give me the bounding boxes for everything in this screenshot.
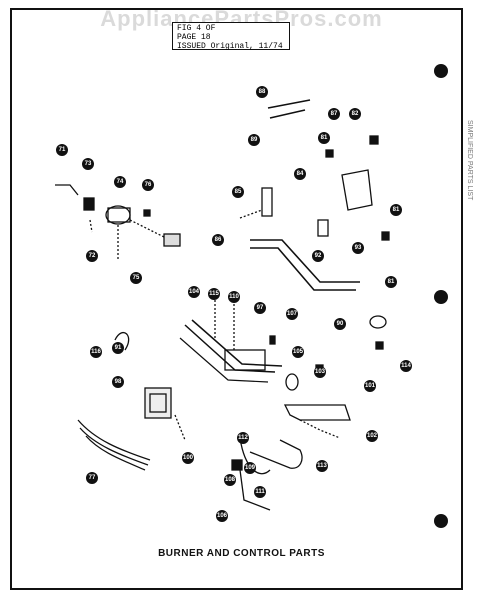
callout-73: 73	[82, 158, 94, 170]
callout-105: 105	[292, 346, 304, 358]
svg-text:81: 81	[388, 279, 395, 285]
callout-109: 109	[244, 462, 256, 474]
binder-hole-middle	[434, 290, 448, 304]
svg-text:113: 113	[317, 463, 327, 469]
svg-text:98: 98	[115, 379, 122, 385]
callout-86: 86	[212, 234, 224, 246]
callout-92: 92	[312, 250, 324, 262]
svg-text:85: 85	[235, 189, 242, 195]
callout-77: 77	[86, 472, 98, 484]
svg-text:107: 107	[287, 311, 298, 317]
diagram-caption: BURNER AND CONTROL PARTS	[158, 548, 325, 559]
callout-87: 87	[328, 108, 340, 120]
svg-text:87: 87	[331, 111, 338, 117]
svg-text:74: 74	[117, 179, 124, 185]
callout-98: 98	[112, 376, 124, 388]
svg-text:89: 89	[251, 137, 258, 143]
svg-text:76: 76	[145, 182, 152, 188]
callout-113: 113	[316, 460, 328, 472]
callout-116: 116	[90, 346, 102, 358]
callout-107: 107	[286, 308, 298, 320]
svg-text:92: 92	[315, 253, 322, 259]
callout-91: 91	[112, 342, 124, 354]
svg-text:103: 103	[315, 369, 326, 375]
callout-74: 74	[114, 176, 126, 188]
callout-82: 82	[349, 108, 361, 120]
svg-text:116: 116	[91, 349, 101, 355]
svg-text:111: 111	[255, 489, 265, 495]
svg-text:71: 71	[59, 147, 66, 153]
svg-text:105: 105	[293, 349, 304, 355]
callout-102: 102	[366, 430, 378, 442]
svg-text:112: 112	[238, 435, 248, 441]
binder-hole-top	[434, 64, 448, 78]
svg-text:110: 110	[229, 294, 239, 300]
callout-110: 110	[228, 291, 240, 303]
callout-106: 106	[216, 510, 228, 522]
svg-text:88: 88	[259, 89, 266, 95]
svg-text:84: 84	[297, 171, 304, 177]
callout-tags: 71 72 73 74 75 76 77 81 81 81 82 84 85 8…	[56, 86, 412, 522]
callout-103: 103	[314, 366, 326, 378]
callout-81c: 81	[385, 276, 397, 288]
callout-85: 85	[232, 186, 244, 198]
svg-text:82: 82	[352, 111, 359, 117]
svg-text:101: 101	[365, 383, 376, 389]
callout-93: 93	[352, 242, 364, 254]
svg-text:93: 93	[355, 245, 362, 251]
callout-76: 76	[142, 179, 154, 191]
callout-81b: 81	[390, 204, 402, 216]
callout-112: 112	[237, 432, 249, 444]
callout-81a: 81	[318, 132, 330, 144]
svg-text:115: 115	[209, 291, 219, 297]
svg-text:108: 108	[225, 477, 236, 483]
svg-text:91: 91	[115, 345, 122, 351]
callout-111: 111	[254, 486, 266, 498]
callout-114: 114	[400, 360, 412, 372]
info-line-fig: FIG 4 OF	[177, 24, 216, 33]
callout-89: 89	[248, 134, 260, 146]
svg-text:109: 109	[245, 465, 256, 471]
callout-84: 84	[294, 168, 306, 180]
callout-75: 75	[130, 272, 142, 284]
callout-101: 101	[364, 380, 376, 392]
svg-text:72: 72	[89, 253, 96, 259]
callout-88: 88	[256, 86, 268, 98]
callout-71: 71	[56, 144, 68, 156]
svg-text:73: 73	[85, 161, 92, 167]
svg-text:102: 102	[367, 433, 378, 439]
svg-text:75: 75	[133, 275, 140, 281]
svg-text:104: 104	[189, 289, 200, 295]
svg-text:86: 86	[215, 237, 222, 243]
svg-text:114: 114	[401, 363, 411, 369]
svg-text:90: 90	[337, 321, 344, 327]
callout-115: 115	[208, 288, 220, 300]
callout-108: 108	[224, 474, 236, 486]
svg-text:81: 81	[393, 207, 400, 213]
svg-text:77: 77	[89, 475, 96, 481]
callout-90: 90	[334, 318, 346, 330]
callout-104: 104	[188, 286, 200, 298]
svg-text:97: 97	[257, 305, 264, 311]
figure-info-box: FIG 4 OF PAGE 18 ISSUED Original, 11/74	[172, 22, 290, 51]
callout-97: 97	[254, 302, 266, 314]
info-line-page: PAGE 18	[177, 33, 211, 42]
callout-72: 72	[86, 250, 98, 262]
svg-text:100: 100	[183, 455, 194, 461]
svg-text:81: 81	[321, 135, 328, 141]
info-line-issued: ISSUED Original, 11/74	[177, 42, 283, 51]
callout-100: 100	[182, 452, 194, 464]
svg-text:106: 106	[217, 513, 228, 519]
binder-hole-bottom	[434, 514, 448, 528]
side-label: SIMPLIFIED PARTS LIST	[466, 120, 473, 201]
